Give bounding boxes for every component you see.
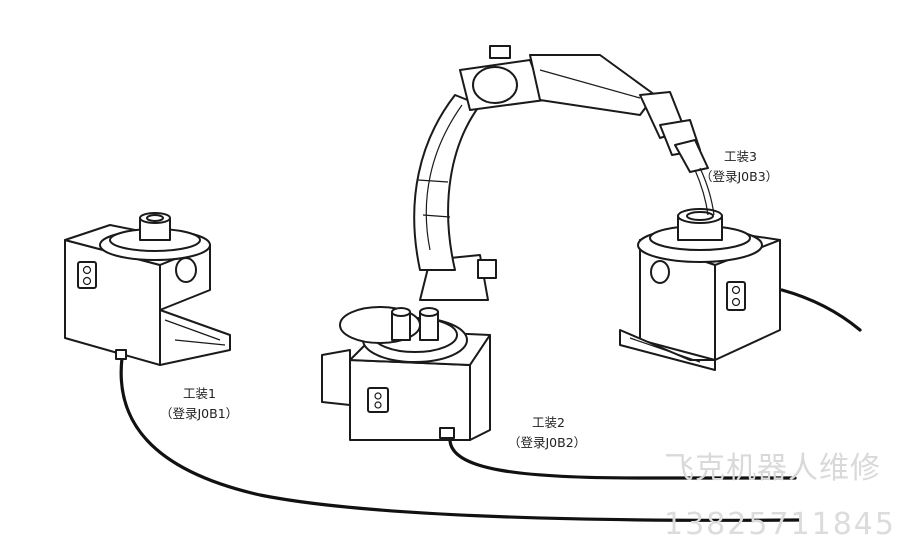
label-fixture1: 工装1 （登录J0B1） <box>160 386 238 421</box>
cable-fixture3 <box>780 288 862 332</box>
label-fixture1-job: （登录J0B1） <box>160 406 238 421</box>
label-fixture3-job: （登录J0B3） <box>700 169 778 184</box>
label-fixture1-name: 工装1 <box>183 386 216 401</box>
watermark-phone: 13825711845 <box>664 507 896 542</box>
cable-fixture1 <box>119 356 802 522</box>
label-fixture2: 工装2 （登录J0B2） <box>508 415 586 450</box>
label-fixture2-job: （登录J0B2） <box>508 435 586 450</box>
label-fixture3-name: 工装3 <box>724 149 757 164</box>
cable-fixture2 <box>448 436 797 480</box>
robot-base <box>321 306 491 441</box>
watermark-company: 飞克机器人维修 <box>664 451 881 486</box>
robot-arm <box>413 45 715 301</box>
positioner-right <box>619 208 781 371</box>
positioner-left <box>64 212 231 366</box>
label-fixture2-name: 工装2 <box>532 415 565 430</box>
label-fixture3: 工装3 （登录J0B3） <box>700 149 778 184</box>
